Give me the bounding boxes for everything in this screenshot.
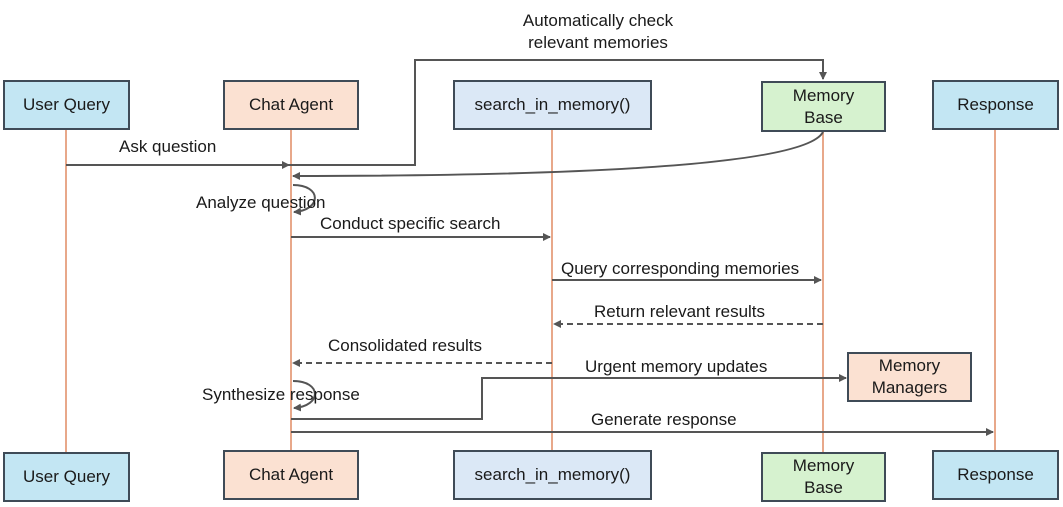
label-urgent-updates: Urgent memory updates xyxy=(585,357,768,376)
label-auto-check: Automatically check relevant memories xyxy=(522,11,674,52)
arrow-urgent-updates xyxy=(291,374,847,420)
arrow-ask-question xyxy=(66,59,827,166)
arrow-analyze-self xyxy=(292,184,316,216)
label-generate: Generate response xyxy=(591,410,737,429)
label-query-memories: Query corresponding memories xyxy=(561,259,800,278)
arrow-memory-to-agent xyxy=(292,131,824,180)
label-analyze-question: Analyze question xyxy=(196,193,326,212)
label-conduct-search: Conduct specific search xyxy=(320,214,501,233)
label-consolidated: Consolidated results xyxy=(328,336,483,355)
participant-chat-agent-bottom: Chat Agent xyxy=(223,450,359,500)
label-synthesize: Synthesize response xyxy=(202,385,360,404)
participant-user-query-top: User Query xyxy=(3,80,130,130)
arrow-synthesize-self xyxy=(292,380,316,412)
participant-memory-base-bottom: Memory Base xyxy=(761,452,886,502)
participant-search-top: search_in_memory() xyxy=(453,80,652,130)
label-ask-question: Ask question xyxy=(119,137,217,156)
participant-search-bottom: search_in_memory() xyxy=(453,450,652,500)
participant-response-bottom: Response xyxy=(932,450,1059,500)
participant-chat-agent-top: Chat Agent xyxy=(223,80,359,130)
label-return-results: Return relevant results xyxy=(594,302,766,321)
participant-user-query-bottom: User Query xyxy=(3,452,130,502)
memory-managers-box: Memory Managers xyxy=(847,352,972,402)
participant-memory-base-top: Memory Base xyxy=(761,81,886,132)
participant-response-top: Response xyxy=(932,80,1059,130)
